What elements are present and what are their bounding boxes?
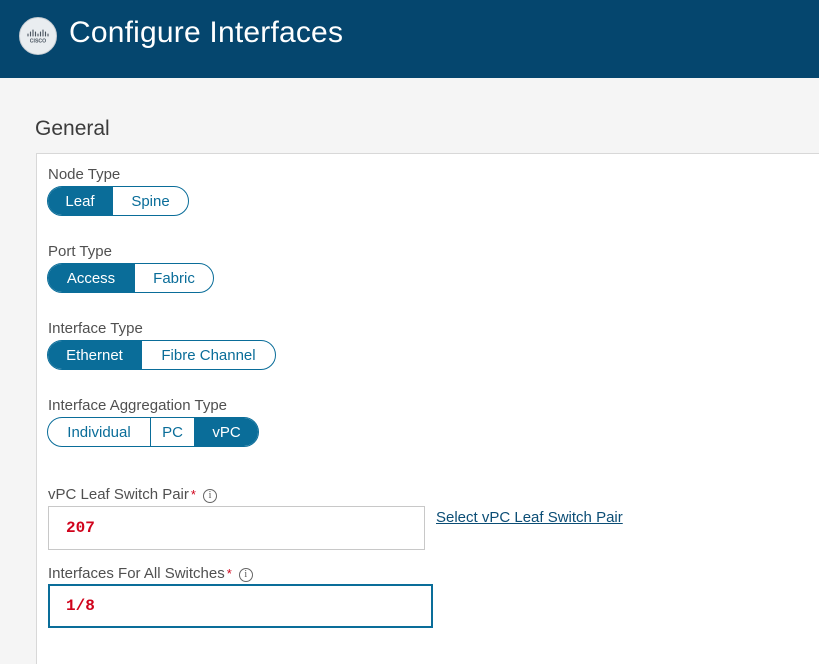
required-marker: *	[190, 487, 196, 502]
required-marker: *	[226, 566, 232, 581]
aggregation-type-toggle: Individual PC vPC	[47, 417, 259, 447]
aggregation-type-label: Interface Aggregation Type	[48, 397, 228, 414]
aggregation-vpc-option[interactable]: vPC	[195, 418, 258, 446]
info-icon[interactable]: i	[238, 568, 253, 582]
vpc-pair-label-text: vPC Leaf Switch Pair	[48, 486, 189, 503]
page-title: Configure Interfaces	[69, 16, 344, 49]
info-icon[interactable]: i	[202, 489, 217, 503]
interface-type-fibre-channel-option[interactable]: Fibre Channel	[161, 346, 256, 364]
node-type-label: Node Type	[48, 166, 121, 183]
cisco-logo-icon: CISCO	[19, 17, 57, 55]
section-title-general: General	[35, 117, 110, 140]
interface-type-ethernet-option[interactable]: Ethernet	[48, 341, 142, 369]
interfaces-label-text: Interfaces For All Switches	[48, 565, 225, 582]
node-type-leaf-option[interactable]: Leaf	[48, 187, 113, 215]
cisco-logo-text: CISCO	[30, 39, 46, 45]
app-header: CISCO Configure Interfaces	[0, 0, 819, 78]
vpc-pair-input[interactable]: 207	[48, 506, 425, 550]
port-type-label: Port Type	[48, 243, 112, 260]
interface-type-label: Interface Type	[48, 320, 143, 337]
interfaces-input[interactable]: 1/8	[48, 584, 433, 628]
select-vpc-pair-link[interactable]: Select vPC Leaf Switch Pair	[436, 509, 623, 526]
general-panel	[36, 153, 819, 664]
node-type-toggle: Leaf Spine	[47, 186, 189, 216]
aggregation-individual-option[interactable]: Individual	[48, 418, 151, 446]
port-type-fabric-option[interactable]: Fabric	[153, 269, 195, 287]
port-type-toggle: Access Fabric	[47, 263, 214, 293]
vpc-pair-label: vPC Leaf Switch Pair* i	[48, 486, 217, 503]
node-type-spine-option[interactable]: Spine	[131, 192, 170, 210]
port-type-access-option[interactable]: Access	[48, 264, 135, 292]
interface-type-toggle: Ethernet Fibre Channel	[47, 340, 276, 370]
aggregation-pc-option[interactable]: PC	[151, 418, 195, 446]
interfaces-label: Interfaces For All Switches* i	[48, 565, 253, 582]
